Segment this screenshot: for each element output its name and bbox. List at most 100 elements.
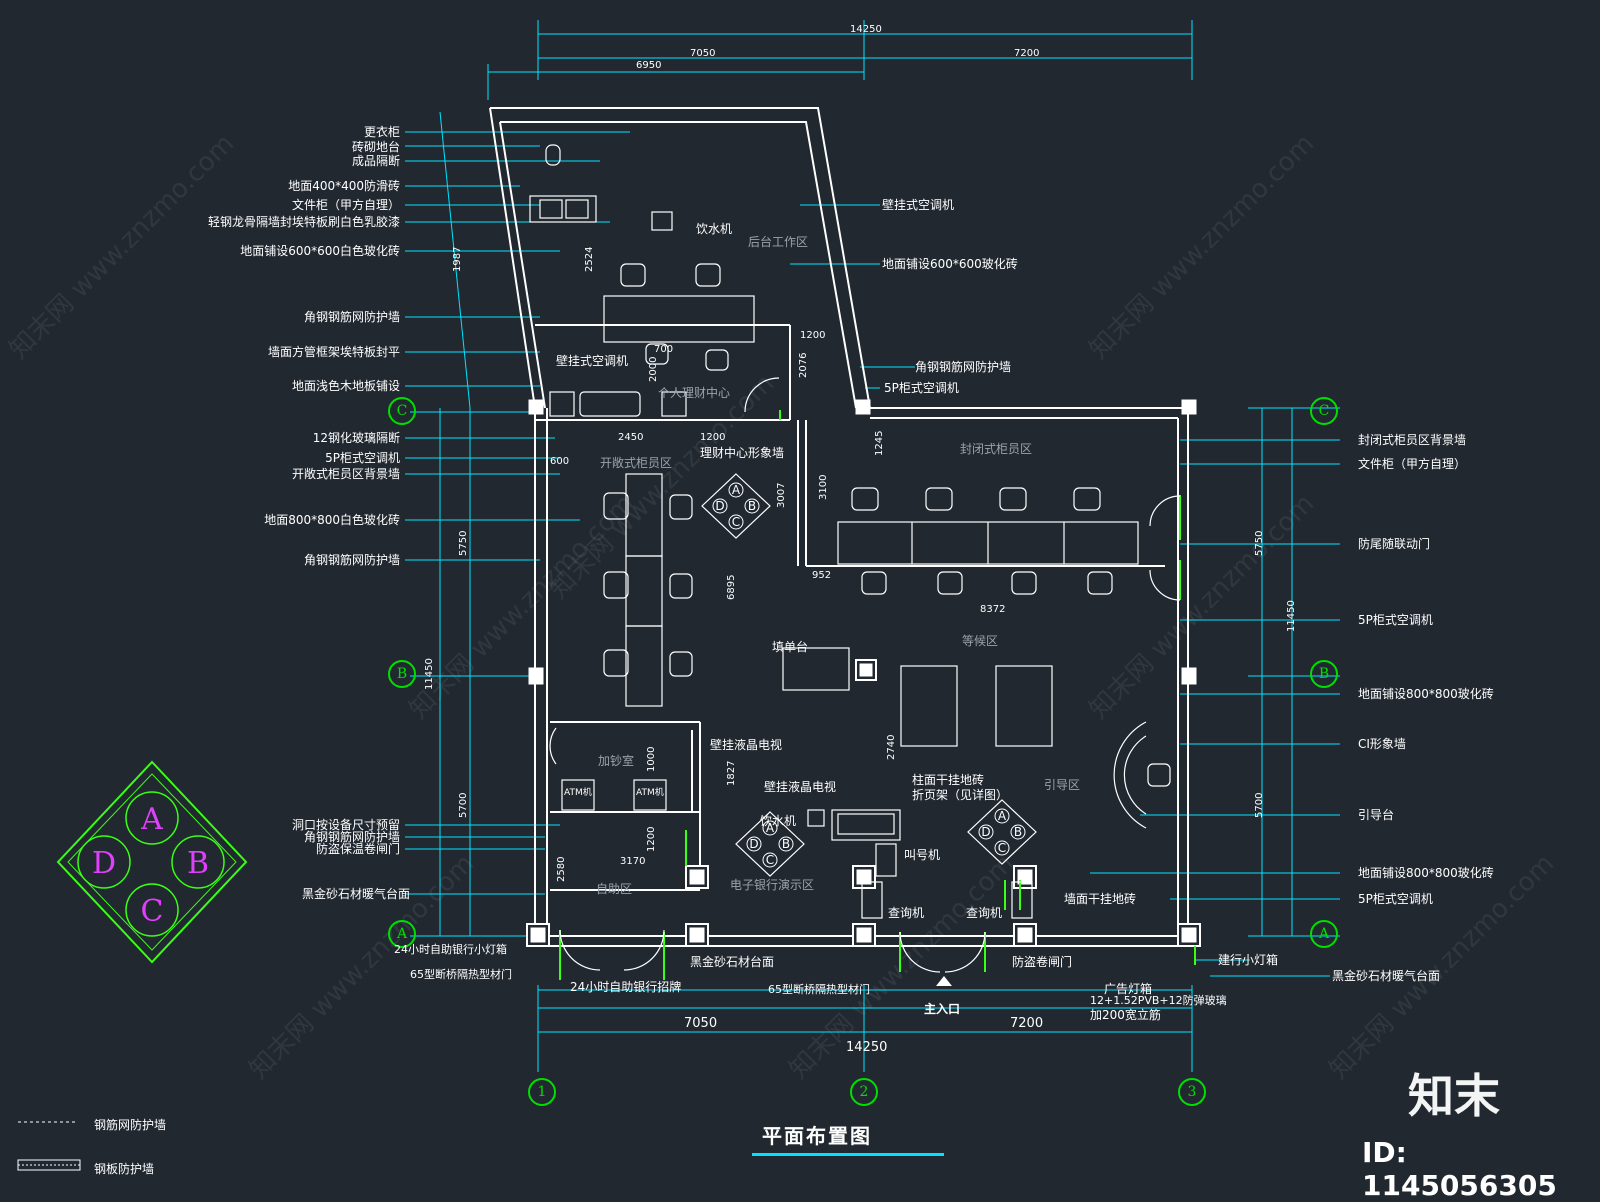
bottom-label: 防盗卷闸门 <box>1012 955 1073 969</box>
svg-text:知末网 www.znzmo.com: 知末网 www.znzmo.com <box>4 129 240 365</box>
right-label: 5P柜式空调机 <box>1358 613 1433 627</box>
dim-top-left: 7050 <box>690 48 716 59</box>
right-label: 引导台 <box>1358 808 1395 822</box>
zone-label: 饮水机 <box>760 814 797 828</box>
zone-label: 查询机 <box>966 906 1003 920</box>
left-label: 12钢化玻璃隔断 <box>312 431 400 445</box>
left-label: 5P柜式空调机 <box>325 451 400 465</box>
zone-label: 壁挂液晶电视 <box>710 738 783 752</box>
bottom-label: 加200宽立筋 <box>1090 1008 1161 1022</box>
right-label: 黑金砂石材暖气台面 <box>1332 969 1441 983</box>
dim-right-upper: 5750 <box>1254 530 1265 556</box>
left-label: 角钢钢筋网防护墙 <box>303 830 400 844</box>
dim-inner: 1987 <box>452 246 463 272</box>
legend-b-letter: B <box>187 846 209 881</box>
svg-text:D: D <box>715 499 724 513</box>
zone-label: 等候区 <box>962 634 999 648</box>
left-label: 轻钢龙骨隔墙封埃特板刷白色乳胶漆 <box>207 215 400 229</box>
legend-mesh-wall-label: 钢筋网防护墙 <box>94 1118 167 1132</box>
zone-label: 理财中心形象墙 <box>700 446 785 460</box>
left-label: 黑金砂石材暖气台面 <box>301 887 410 901</box>
left-label: 开敞式柜员区背景墙 <box>291 467 400 481</box>
bottom-label: 广告灯箱 <box>1104 982 1153 996</box>
svg-text:知末网 www.znzmo.com: 知末网 www.znzmo.com <box>1324 849 1560 1085</box>
right-label: 5P柜式空调机 <box>1358 892 1433 906</box>
svg-text:B: B <box>782 837 790 851</box>
left-label: 角钢钢筋网防护墙 <box>303 553 400 567</box>
dim-left-upper: 5750 <box>458 530 469 556</box>
dim-bottom-right: 7200 <box>1010 1016 1044 1031</box>
axis-column-1: 1 <box>528 1078 556 1106</box>
zone-label: 自助区 <box>596 882 633 896</box>
right-label: 地面铺设600*600玻化砖 <box>882 257 1018 271</box>
svg-text:知末网 www.znzmo.com: 知末网 www.znzmo.com <box>1084 489 1320 725</box>
bottom-label: 24小时自助银行招牌 <box>570 980 682 994</box>
left-label: 地面浅色木地板铺设 <box>291 379 400 393</box>
watermark-id: ID: 1145056305 <box>1362 1136 1557 1202</box>
zone-label: ATM机 <box>636 788 664 798</box>
left-label: 成品隔断 <box>351 154 400 168</box>
watermark-logo: 知末 <box>1408 1069 1500 1123</box>
dim-top-total: 14250 <box>850 24 882 35</box>
axis-row-c-right: C <box>1310 397 1338 425</box>
axis-row-c-left: C <box>388 397 416 425</box>
right-label: 壁挂式空调机 <box>882 198 955 212</box>
legend-d-letter: D <box>92 846 116 881</box>
left-label: 地面800*800白色玻化砖 <box>264 513 400 527</box>
zone-label: 后台工作区 <box>748 235 809 249</box>
svg-text:B: B <box>1014 825 1022 839</box>
dim-top-inner: 6950 <box>636 60 662 71</box>
right-label: 建行小灯箱 <box>1218 953 1279 967</box>
legend-steel-wall-label: 钢板防护墙 <box>94 1162 155 1176</box>
zone-label: 电子银行演示区 <box>730 878 815 892</box>
left-label: 更衣柜 <box>363 125 400 139</box>
left-label: 文件柜（甲方自理） <box>291 198 400 212</box>
dim-inner: 2740 <box>886 734 897 760</box>
dim-inner: 3170 <box>620 856 646 867</box>
bottom-label: 65型断桥隔热型材门 <box>410 968 512 981</box>
left-label: 角钢钢筋网防护墙 <box>303 310 400 324</box>
title-underline <box>752 1153 944 1156</box>
svg-text:知末网 www.znzmo.com: 知末网 www.znzmo.com <box>1084 129 1320 365</box>
zone-label: 查询机 <box>888 906 925 920</box>
main-entrance-label: 主入口 <box>924 1002 961 1016</box>
svg-text:D: D <box>981 825 990 839</box>
svg-text:知末网 www.znzmo.com: 知末网 www.znzmo.com <box>244 849 480 1085</box>
zone-label: 墙面干挂地砖 <box>1064 892 1137 906</box>
zone-label: 开敞式柜员区 <box>600 456 673 470</box>
zone-label: 引导区 <box>1044 778 1081 792</box>
dim-inner: 1200 <box>700 432 726 443</box>
zone-label: 折页架（见详图） <box>912 788 1009 802</box>
bottom-label: 24小时自助银行小灯箱 <box>394 943 507 956</box>
dim-inner: 2524 <box>584 246 595 272</box>
zone-label: 柱面干挂地砖 <box>912 773 985 787</box>
zone-label: 饮水机 <box>696 222 733 236</box>
svg-text:A: A <box>998 809 1007 823</box>
left-label: 砖砌地台 <box>351 140 400 154</box>
svg-text:D: D <box>749 837 758 851</box>
legend-a-letter: A <box>140 802 163 837</box>
dim-inner: 1000 <box>646 746 657 772</box>
left-label: 地面铺设600*600白色玻化砖 <box>240 244 400 258</box>
dim-right-total: 11450 <box>1286 600 1297 632</box>
svg-text:A: A <box>732 483 741 497</box>
dim-top-right: 7200 <box>1014 48 1040 59</box>
zone-label: 填单台 <box>772 640 809 654</box>
dim-inner: 3007 <box>776 482 787 508</box>
dim-inner: 700 <box>654 344 674 355</box>
axis-row-a-right: A <box>1310 920 1338 948</box>
right-label: 封闭式柜员区背景墙 <box>1358 433 1467 447</box>
dim-inner: 1200 <box>800 330 826 341</box>
dim-right-lower: 5700 <box>1254 792 1265 818</box>
right-label: 5P柜式空调机 <box>884 381 959 395</box>
right-label: 防尾随联动门 <box>1358 537 1431 551</box>
zone-label: 加钞室 <box>598 754 635 768</box>
svg-text:C: C <box>998 841 1006 855</box>
dim-left-total: 11450 <box>424 658 435 690</box>
left-label: 墙面方管框架埃特板封平 <box>267 345 400 359</box>
dim-inner: 2000 <box>648 356 659 382</box>
dim-inner: 1245 <box>874 430 885 456</box>
dim-inner: 6895 <box>726 574 737 600</box>
dim-inner: 2580 <box>556 856 567 882</box>
